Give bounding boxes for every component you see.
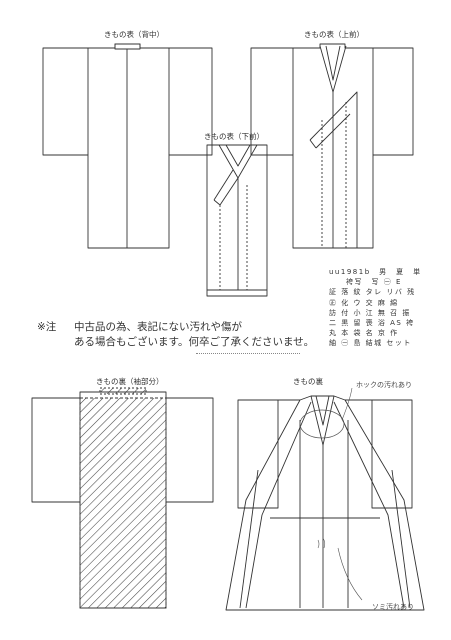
back-view-label: きもの表（背中） xyxy=(104,30,164,39)
code-line: 丸 本 袋 名 京 作 xyxy=(329,329,399,338)
hem-stain-note: ソミ汚れあり xyxy=(372,603,414,611)
kimono-lower-front-diagram xyxy=(206,144,268,297)
lining-sleeve-label: きもの裏（袖部分） xyxy=(96,377,164,386)
product-code-block: uu1981b 男 夏 単 袴写 写 ㊀ E 証 落 紋 タレ リバ 残 ㊣ 化… xyxy=(329,267,422,349)
code-line: ㊣ 化 ウ 交 麻 綿 xyxy=(329,298,399,307)
kimono-back-diagram xyxy=(42,43,213,249)
code-line: 訪 付 小 江 無 召 振 xyxy=(329,308,411,317)
lining-view-label: きもの裏 xyxy=(293,377,323,386)
code-line: 証 落 紋 タレ リバ 残 xyxy=(329,288,416,297)
code-line: 紬 ㊀ 島 結城 セット xyxy=(329,339,412,348)
code-line: 袴写 写 ㊀ E xyxy=(329,278,402,287)
kimono-lining-sleeve-diagram xyxy=(31,387,214,609)
code-line: uu1981b 男 夏 単 xyxy=(329,268,422,276)
code-line: 二 黒 留 喪 浴 AS 袴 xyxy=(329,319,415,328)
front-view-label: きもの表（上前） xyxy=(304,30,364,39)
kimono-lining-diagram xyxy=(225,387,425,611)
lower-front-view-label: きもの表（下前） xyxy=(204,132,264,141)
divider xyxy=(196,353,300,354)
notice-line-2: ある場合もございます。何卒ご了承くださいませ。 xyxy=(74,336,315,348)
notice-prefix: ※注 xyxy=(37,321,57,333)
kimono-upper-front-diagram xyxy=(250,43,414,249)
collar-stain-note: ホックの汚れあり xyxy=(356,381,412,389)
notice-line-1: 中古品の為、表記にない汚れや傷が xyxy=(74,321,242,333)
